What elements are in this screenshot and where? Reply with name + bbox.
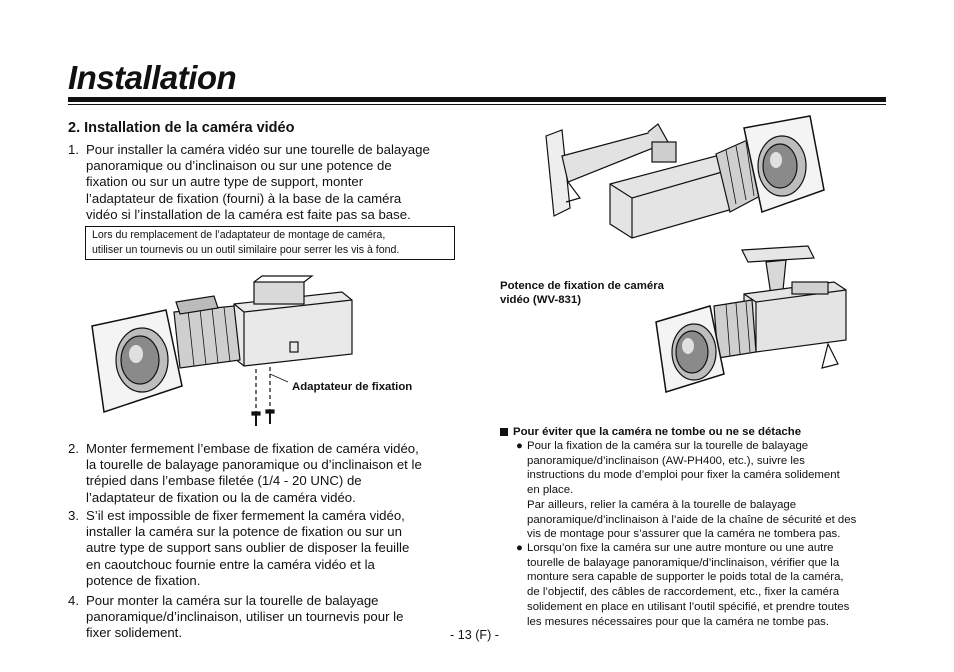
camera-adapter-illustration <box>91 275 353 426</box>
step-number: 4. <box>68 593 79 608</box>
step-number: 1. <box>68 142 79 157</box>
step-2: 2. Monter fermement l’embase de fixation… <box>68 441 458 507</box>
bullet-dot-icon: ● <box>516 542 523 554</box>
bullet-line: instructions du mode d’emploi pour fixer… <box>527 469 840 482</box>
wall-bracket-illustration <box>545 115 825 239</box>
title-rule-thick <box>68 97 886 102</box>
bullet-line: solidement en place en utilisant l’outil… <box>527 600 850 613</box>
step-line: S’il est impossible de fixer fermement l… <box>86 508 405 523</box>
section-heading: 2. Installation de la caméra vidéo <box>68 120 295 136</box>
square-bullet-icon <box>500 428 508 436</box>
step-line: fixation ou sur un autre type de support… <box>86 174 364 190</box>
bullet-line: en place. <box>527 484 574 497</box>
caption-line: vidéo (WV-831) <box>500 294 582 306</box>
step-3: 3. S’il est impossible de fixer fermemen… <box>68 508 458 592</box>
warning-heading-text: Pour éviter que la caméra ne tombe ou ne… <box>513 426 802 438</box>
step-line: Pour installer la caméra vidéo sur une t… <box>86 142 430 157</box>
bullet-line: panoramique/d’inclinaison (AW-PH400, etc… <box>527 454 805 467</box>
step-line: potence de fixation. <box>86 572 201 588</box>
title-rule-thin <box>68 104 886 105</box>
step-line: Monter fermement l’embase de fixation de… <box>86 441 419 456</box>
step-line: fixer solidement. <box>86 625 183 641</box>
caption-line: Potence de fixation de caméra <box>500 280 664 292</box>
warning-bullet-2: ● Lorsqu’on fixe la caméra sur une autre… <box>516 541 888 631</box>
step-line: panoramique/d’inclinaison, utiliser un t… <box>86 609 404 625</box>
bullet-line: monture sera capable de supporter le poi… <box>527 571 844 584</box>
bullet-line: Lorsqu’on fixe la caméra sur une autre m… <box>527 542 834 554</box>
note-line: Lors du remplacement de l’adaptateur de … <box>92 229 386 241</box>
bullet-line: panoramique/d’inclinaison à l’aide de la… <box>527 513 857 526</box>
bullet-line: tourelle de balayage panoramique/d’incli… <box>527 556 840 569</box>
step-text: S’il est impossible de fixer fermement l… <box>86 508 409 589</box>
step-4: 4. Pour monter la caméra sur la tourelle… <box>68 593 458 643</box>
step-line: l’adaptateur de fixation (fourni) à la b… <box>86 190 402 206</box>
step-line: la tourelle de balayage panoramique ou d… <box>86 457 422 473</box>
step-number: 2. <box>68 441 79 456</box>
step-line: Pour monter la caméra sur la tourelle de… <box>86 593 379 608</box>
step-line: installer la caméra sur la potence de fi… <box>86 524 402 540</box>
warning-bullet-1: ● Pour la fixation de la caméra sur la t… <box>516 439 888 543</box>
step-text: Pour monter la caméra sur la tourelle de… <box>86 593 403 642</box>
caption-adapter: Adaptateur de fixation <box>292 381 413 393</box>
bullet-line: Par ailleurs, relier la caméra à la tour… <box>527 498 797 511</box>
step-line: panoramique ou d’inclinaison ou sur une … <box>86 158 392 174</box>
page-title: Installation <box>68 59 237 96</box>
bullet-line: vis de montage pour s’assurer que la cam… <box>527 528 841 541</box>
step-line: vidéo si l’installation de la caméra est… <box>86 206 411 222</box>
warning-heading: Pour éviter que la caméra ne tombe ou ne… <box>500 426 801 438</box>
bullet-text: Lorsqu’on fixe la caméra sur une autre m… <box>527 541 849 629</box>
step-text: Monter fermement l’embase de fixation de… <box>86 441 422 506</box>
bullet-dot-icon: ● <box>516 440 523 452</box>
bullet-line: les mesures nécessaires pour que la camé… <box>527 615 830 628</box>
step-number: 3. <box>68 508 79 523</box>
bullet-line: de l’objectif, des câbles de raccordemen… <box>527 586 840 599</box>
bullet-line: Pour la fixation de la caméra sur la tou… <box>527 440 809 452</box>
ceiling-mount-illustration <box>655 245 847 393</box>
step-line: en caoutchouc fournie entre la caméra vi… <box>86 556 375 572</box>
step-1: 1. Pour installer la caméra vidéo sur un… <box>68 142 458 226</box>
step-text: Pour installer la caméra vidéo sur une t… <box>86 142 430 223</box>
caption-potence: Potence de fixation de caméra vidéo (WV-… <box>500 279 664 307</box>
note-box: Lors du remplacement de l’adaptateur de … <box>85 226 455 260</box>
step-line: trépied dans l’embase filetée (1/4 - 20 … <box>86 473 362 489</box>
bullet-text: Pour la fixation de la caméra sur la tou… <box>527 439 856 542</box>
step-line: l’adaptateur de fixation ou la de caméra… <box>86 489 356 505</box>
step-line: autre type de support sans oublier de di… <box>86 540 410 556</box>
note-line: utiliser un tournevis ou un outil simila… <box>92 244 400 256</box>
page-number: - 13 (F) - <box>450 628 499 642</box>
